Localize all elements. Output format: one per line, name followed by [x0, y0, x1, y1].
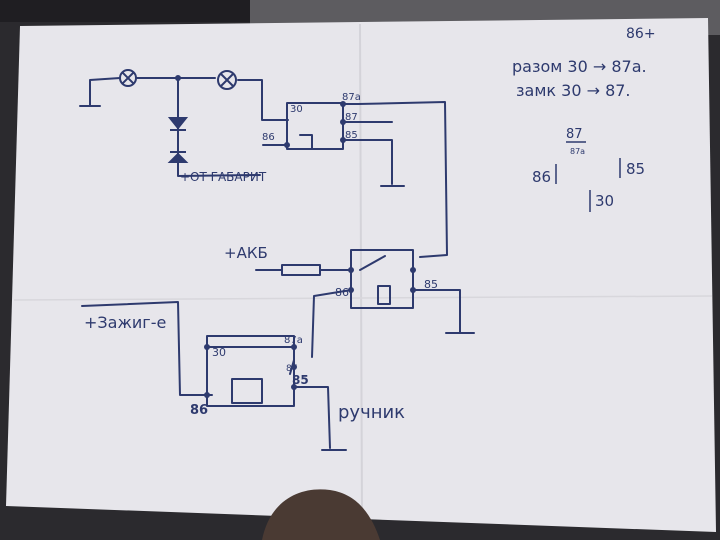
battery-label: +АКБ — [224, 244, 268, 262]
relay1-pin-86: 86 — [262, 132, 275, 143]
top-right-note: 86+ — [626, 26, 656, 42]
relay1-pin-30: 30 — [290, 104, 303, 115]
pinout-87a: 87a — [570, 147, 585, 156]
relay1-pin-87a: 87a — [342, 92, 361, 103]
lamp-circuit-label: +ОТ ГАБАРИТ — [180, 170, 267, 184]
legend-open: разом 30 → 87a. — [512, 57, 647, 76]
relay3-pin-85: 85 — [292, 373, 309, 387]
lamp-1-icon — [119, 69, 137, 87]
pinout-86: 86 — [532, 168, 551, 186]
relay1-pin-85: 85 — [345, 130, 358, 141]
legend-closed: замк 30 → 87. — [516, 81, 631, 100]
diode-2-icon — [167, 152, 189, 163]
relay1-pin-87: 87 — [345, 112, 358, 123]
relay3-pin-87: 87 — [286, 364, 297, 374]
diode-1-icon — [167, 117, 189, 130]
lamp-2-icon — [217, 70, 237, 90]
paper-fold — [359, 23, 363, 521]
relay3-pin-87a: 87a — [284, 335, 303, 346]
ignition-label: +Зажиг-е — [84, 313, 166, 332]
handbrake-label: ручник — [338, 402, 405, 423]
ground-wire-left — [89, 77, 121, 107]
relay3-pin-30: 30 — [212, 346, 226, 359]
pinout-87: 87 — [566, 127, 583, 142]
relay2-pin-85: 85 — [424, 278, 438, 291]
relay3-pin-86: 86 — [190, 403, 208, 418]
thumb — [262, 489, 380, 540]
pinout-85: 85 — [626, 160, 645, 178]
pinout-30: 30 — [595, 192, 614, 210]
paper-fold-horizontal — [13, 295, 713, 301]
relay2-pin-86: 86 — [335, 286, 349, 299]
